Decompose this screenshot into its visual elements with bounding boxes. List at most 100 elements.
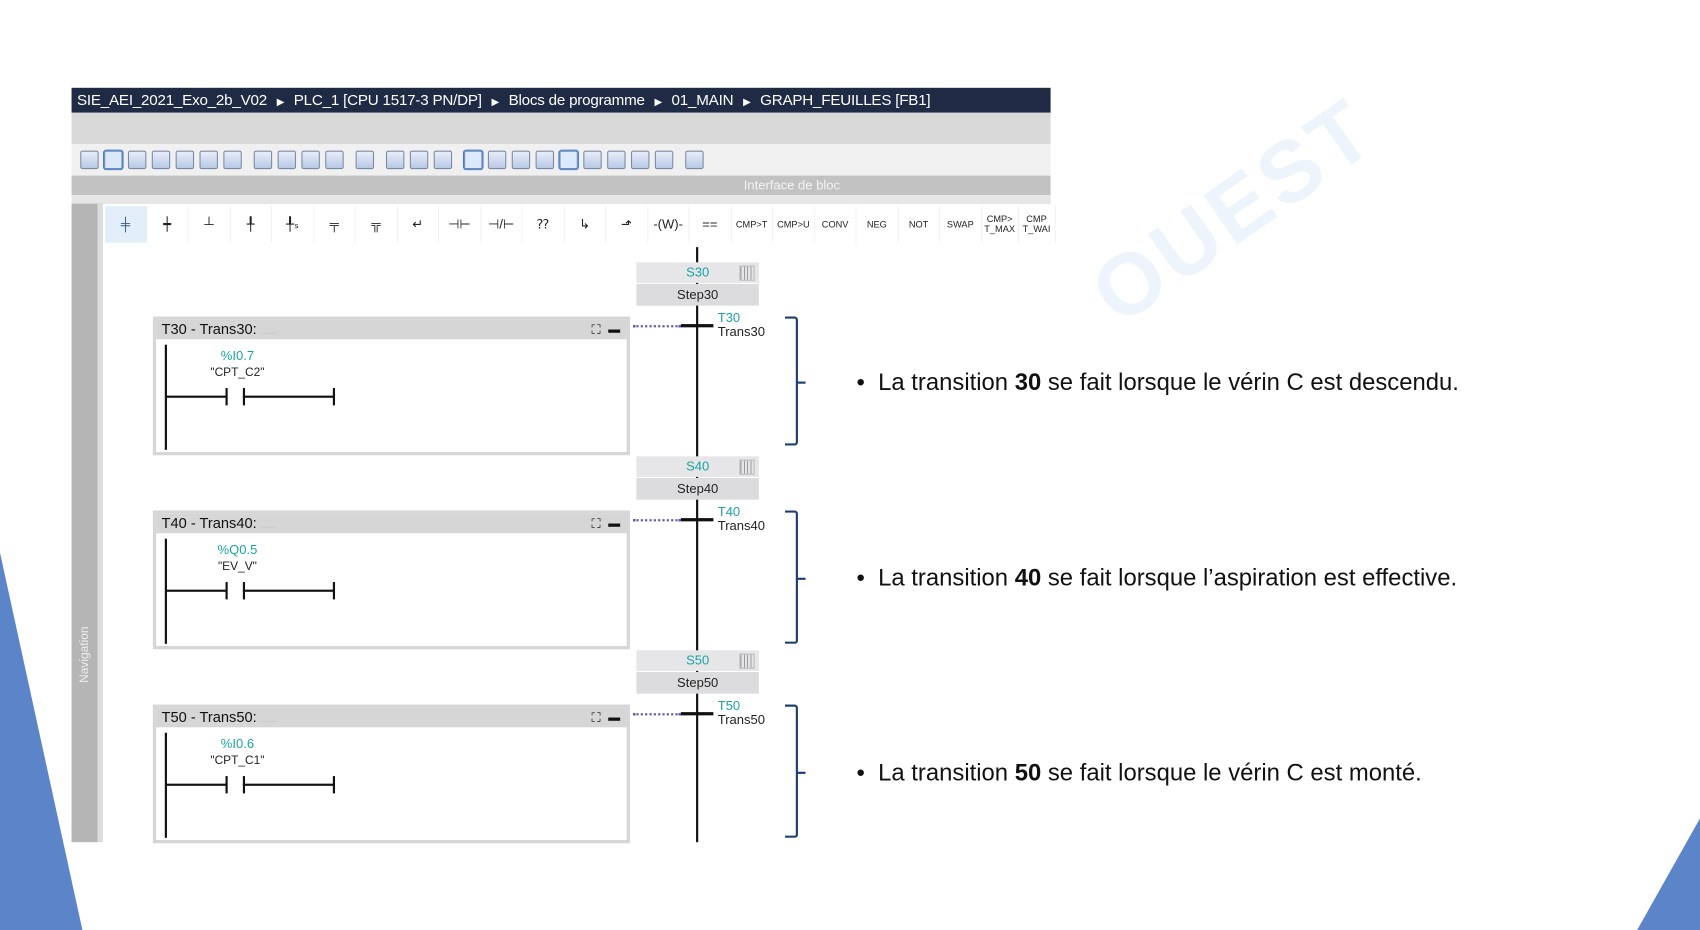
- element-instruction-button[interactable]: CMP> T_MAX: [982, 205, 1019, 243]
- panel-comment[interactable]: ......: [260, 519, 278, 531]
- element-empty-box-button[interactable]: ⁇: [523, 205, 565, 243]
- list-icon[interactable]: [385, 150, 405, 170]
- interface-bar[interactable]: Interface de bloc: [71, 175, 1051, 196]
- step-number: S30: [686, 264, 710, 280]
- actions-icon[interactable]: [739, 459, 755, 475]
- element-instruction-button[interactable]: NOT: [898, 205, 941, 243]
- panel-title: T50 - Trans50:: [161, 708, 257, 726]
- element-close-branch-button[interactable]: ↵: [397, 205, 440, 243]
- breadcrumb-item[interactable]: Blocs de programme: [508, 91, 645, 109]
- contact-address[interactable]: %I0.6: [220, 735, 255, 752]
- transition-bar[interactable]: [680, 518, 714, 522]
- transition-link: [633, 325, 681, 328]
- compare-icon[interactable]: [535, 150, 555, 170]
- favorites-icon[interactable]: [558, 149, 579, 171]
- minimize-icon[interactable]: [608, 523, 621, 527]
- step-name: Step30: [636, 283, 759, 306]
- actions-icon[interactable]: [739, 265, 755, 281]
- navigation-label[interactable]: Navigation: [78, 626, 92, 683]
- absolute-address-icon[interactable]: [355, 150, 375, 170]
- maximize-icon[interactable]: ⛶: [591, 709, 601, 726]
- sequence-view-icon[interactable]: [102, 149, 124, 171]
- monitoring-icon[interactable]: [685, 150, 704, 170]
- go-online-icon[interactable]: [583, 150, 602, 170]
- panel-comment[interactable]: ......: [260, 325, 278, 337]
- element-step-s-button[interactable]: ╀ₛ: [272, 205, 314, 243]
- breadcrumb-item[interactable]: GRAPH_FEUILLES [FB1]: [760, 91, 931, 109]
- go-offline-icon[interactable]: [607, 150, 626, 170]
- interface-label[interactable]: Interface de bloc: [743, 177, 840, 193]
- element-transition-button[interactable]: ┴: [189, 205, 231, 243]
- transition-bar[interactable]: [680, 712, 714, 716]
- contact-symbol[interactable]: "CPT_C1": [210, 754, 265, 768]
- breadcrumb-item[interactable]: SIE_AEI_2021_Exo_2b_V02: [76, 91, 267, 109]
- transition-bar[interactable]: [680, 324, 714, 328]
- breadcrumb-item[interactable]: PLC_1 [CPU 1517-3 PN/DP]: [293, 91, 482, 109]
- delete-branch-icon[interactable]: [277, 150, 296, 170]
- element-instruction-button[interactable]: CMP>U: [773, 205, 815, 243]
- element-instruction-button[interactable]: CONV: [815, 205, 857, 243]
- transition-number: T40: [717, 504, 741, 520]
- element-instruction-button[interactable]: CMP T_WAI: [1019, 205, 1056, 243]
- insert-branch-icon[interactable]: [253, 150, 273, 170]
- transition-name: Trans30: [717, 324, 765, 340]
- editor-toolbar: [71, 144, 1051, 176]
- transition-link: [633, 713, 681, 716]
- expand-icon[interactable]: [301, 150, 320, 170]
- maximize-icon[interactable]: ⛶: [591, 321, 601, 338]
- delete-step-icon[interactable]: [223, 150, 242, 170]
- element-step-button[interactable]: ┿: [147, 205, 189, 243]
- permanent-pre-icon[interactable]: [151, 150, 171, 170]
- overview-icon[interactable]: [654, 150, 674, 170]
- step-S50[interactable]: S50 Step50: [636, 650, 759, 694]
- element-coil-w-button[interactable]: -(W)-: [648, 205, 690, 243]
- permanent-post-icon[interactable]: [175, 150, 195, 170]
- element-no-contact-button[interactable]: ⊣⊢: [439, 205, 481, 243]
- tag-icon[interactable]: [409, 150, 429, 170]
- element-jump-button[interactable]: ╀: [230, 205, 273, 243]
- bullet-number: 40: [1014, 563, 1042, 591]
- bullet-text: La transition: [878, 758, 1015, 786]
- bullet-text: se fait lorsque le vérin C est monté.: [1041, 758, 1422, 786]
- element-instruction-button[interactable]: SWAP: [940, 205, 982, 243]
- element-instruction-button[interactable]: CMP>T: [731, 205, 774, 243]
- sync-icon[interactable]: [433, 150, 453, 170]
- chevron-right-icon: ▶: [276, 96, 285, 108]
- element-branch-alt-button[interactable]: ╤: [314, 205, 356, 243]
- step-S30[interactable]: S30 Step30: [636, 262, 759, 306]
- maximize-icon[interactable]: ⛶: [591, 515, 601, 532]
- minimize-icon[interactable]: [608, 717, 621, 721]
- download-icon[interactable]: [631, 150, 650, 170]
- element-instruction-button[interactable]: NEG: [857, 205, 899, 243]
- comment-icon[interactable]: [462, 149, 484, 171]
- navigation-splitter[interactable]: [97, 203, 103, 843]
- element-nc-contact-button[interactable]: ⊣/⊢: [481, 205, 523, 243]
- block-view-icon[interactable]: [80, 150, 99, 170]
- navigation-panel[interactable]: [71, 203, 98, 843]
- transition-name: Trans40: [717, 518, 765, 534]
- step-number: S50: [686, 652, 710, 668]
- monitor-icon[interactable]: [511, 150, 531, 170]
- collapse-icon[interactable]: [325, 150, 344, 170]
- insert-step-icon[interactable]: [199, 150, 218, 170]
- element-step-transition-button[interactable]: ╪: [105, 205, 147, 243]
- minimize-icon[interactable]: [608, 329, 621, 333]
- panel-comment[interactable]: ......: [260, 713, 278, 725]
- right-blue-shape: [1637, 818, 1700, 930]
- element-open-branch-button[interactable]: ↳: [564, 205, 607, 243]
- element-branch-sim-button[interactable]: ╦: [356, 205, 398, 243]
- contact-symbol[interactable]: "EV_V": [217, 560, 257, 574]
- bullet-number: 50: [1014, 758, 1042, 786]
- step-S40[interactable]: S40 Step40: [636, 456, 759, 500]
- contact-address[interactable]: %Q0.5: [217, 541, 258, 558]
- actions-icon[interactable]: [739, 653, 755, 669]
- breadcrumb-item[interactable]: 01_MAIN: [671, 91, 734, 109]
- insert-network-icon[interactable]: [487, 150, 507, 170]
- single-step-icon[interactable]: [127, 150, 147, 170]
- chevron-right-icon: ▶: [491, 96, 500, 108]
- contact-symbol[interactable]: "CPT_C2": [210, 366, 265, 380]
- bullet-item: • La transition 50 se fait lorsque le vé…: [857, 759, 1422, 787]
- element-close-branch-2-button[interactable]: ⬏: [606, 205, 648, 243]
- contact-address[interactable]: %I0.7: [220, 347, 255, 364]
- element-compare-button[interactable]: ==: [690, 205, 732, 243]
